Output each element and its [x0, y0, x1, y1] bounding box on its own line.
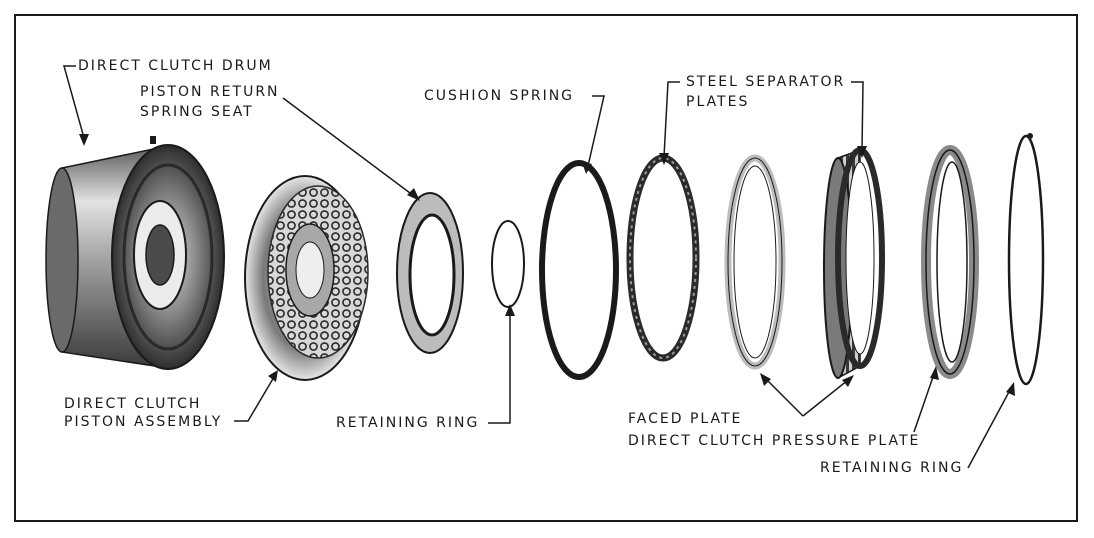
leader-piston-assembly: [234, 376, 275, 422]
piston-return-spring-seat: [396, 192, 464, 354]
label-pressure-plate: DIRECT CLUTCH PRESSURE PLATE: [628, 433, 921, 449]
label-retaining-ring-small: RETAINING RING: [336, 415, 480, 431]
direct-clutch-drum: [45, 136, 225, 370]
label-direct-clutch-drum: DIRECT CLUTCH DRUM: [78, 58, 273, 74]
label-steel-separator-line1: STEEL SEPARATOR: [686, 74, 846, 90]
label-steel-separator-line2: PLATES: [686, 94, 750, 110]
label-retaining-ring-large: RETAINING RING: [820, 460, 964, 476]
leader-arrowheads: [79, 134, 1015, 396]
leader-lines: [63, 65, 1011, 469]
label-piston-assembly-line1: DIRECT CLUTCH: [64, 396, 202, 412]
label-faced-plate: FACED PLATE: [628, 411, 743, 427]
label-cushion-spring: CUSHION SPRING: [424, 88, 575, 104]
leader-cushion-spring: [587, 95, 605, 167]
label-piston-assembly-line2: PISTON ASSEMBLY: [64, 414, 223, 430]
leader-steel-separator-plates: [663, 81, 680, 158]
faced-plate: [724, 154, 786, 370]
direct-clutch-piston-assembly: [244, 175, 369, 381]
leader-piston-return-spring-seat: [282, 97, 415, 197]
retaining-ring-small: [491, 220, 525, 308]
leader-faced-plate-b: [802, 379, 849, 417]
diagram-frame: [14, 14, 1078, 522]
leader-faced-plate-a: [764, 377, 804, 417]
leader-pressure-plate: [913, 373, 935, 433]
leader-retaining-ring-small: [488, 312, 511, 424]
leader-direct-clutch-drum: [63, 65, 85, 139]
clutch-plate-stack: [823, 147, 885, 380]
retaining-ring-large: [1007, 133, 1045, 386]
cushion-spring: [539, 160, 619, 380]
leader-steel-separator-plates-right: [851, 81, 864, 151]
label-piston-return-line2: SPRING SEAT: [140, 104, 254, 120]
direct-clutch-pressure-plate: [921, 145, 979, 379]
leader-retaining-ring-large: [967, 389, 1011, 469]
label-piston-return-line1: PISTON RETURN: [140, 84, 280, 100]
steel-separator-plate: [626, 154, 700, 362]
